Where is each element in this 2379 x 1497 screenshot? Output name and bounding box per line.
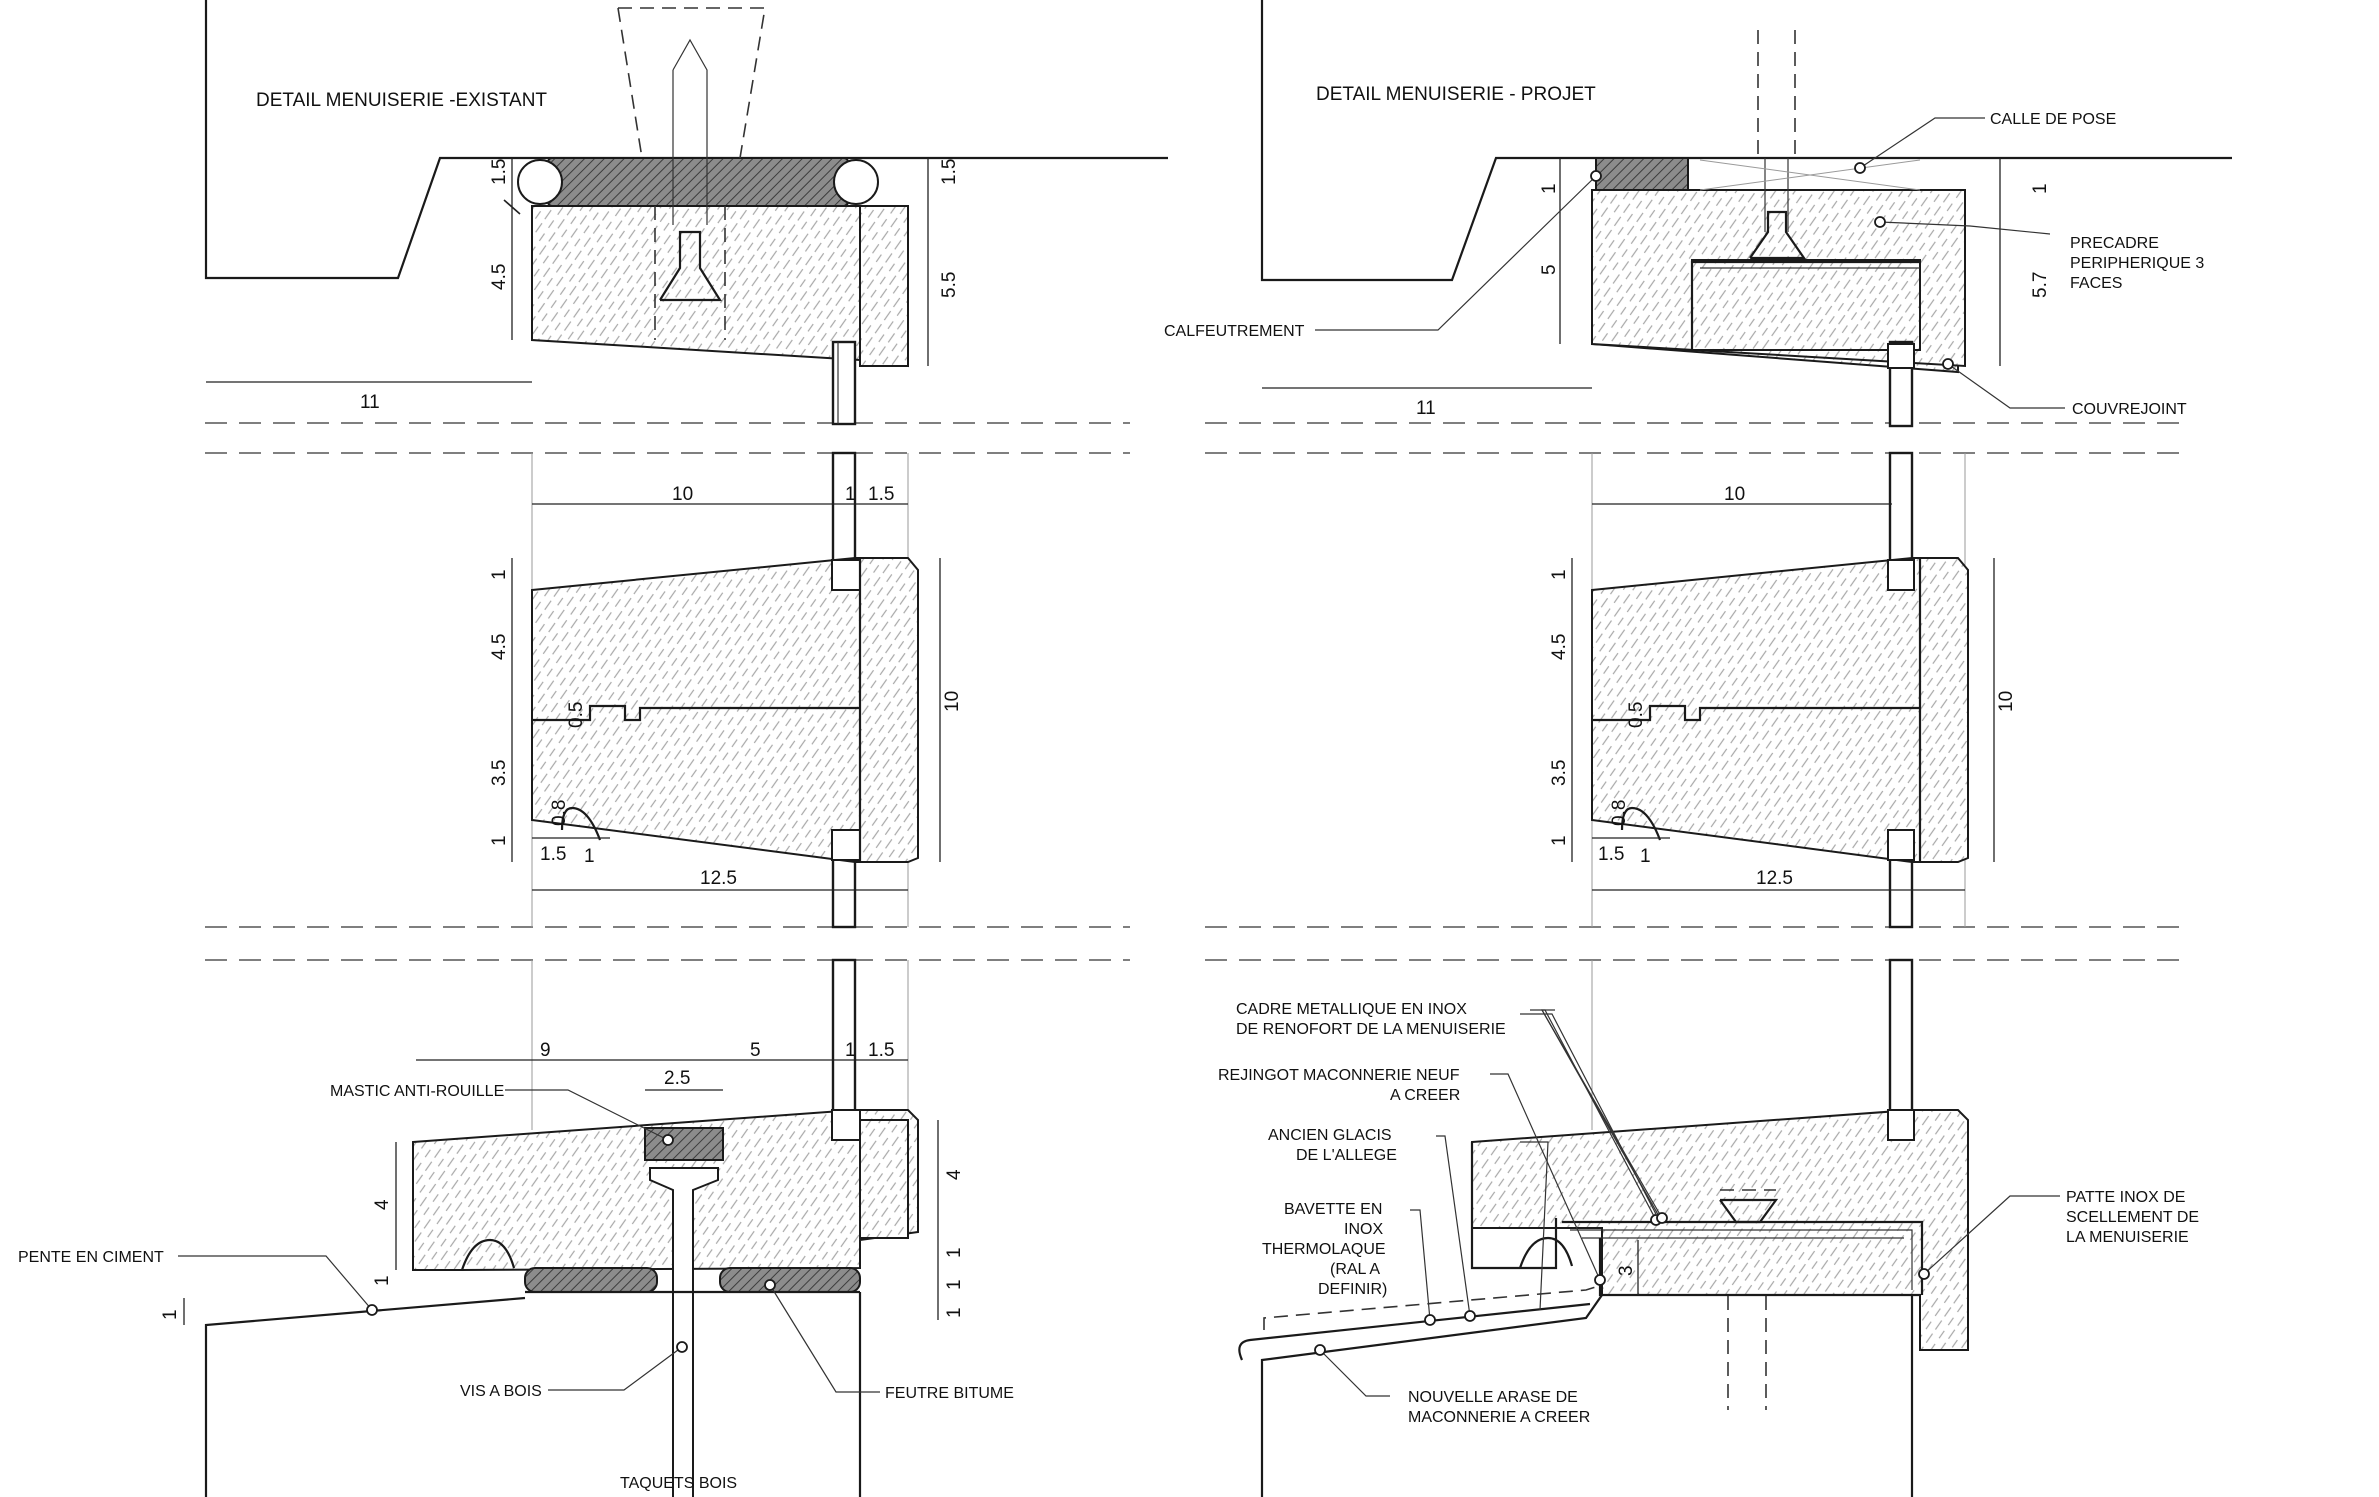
dim-1-5-f: 1.5: [1598, 844, 1624, 865]
existing-mid-section: 10 1 1.5 1 4.5 0.5 3.5 0.8 1 10 1.5 1 12…: [489, 451, 963, 929]
label-glacis-2: DE L'ALLEGE: [1296, 1147, 1397, 1164]
dim-10-b: 10: [942, 691, 963, 712]
dim-2-5: 2.5: [664, 1068, 690, 1089]
label-taquets: TAQUETS BOIS: [620, 1475, 737, 1492]
dim-1-d: 1: [584, 846, 595, 867]
dim-0-8-a: 0.8: [549, 800, 570, 826]
dim-4-5-b: 4.5: [489, 634, 510, 660]
project-sill-section: 3: [1238, 958, 2060, 1497]
label-patte-1: PATTE INOX DE: [2066, 1189, 2185, 1206]
dim-12-5-a: 12.5: [700, 868, 737, 889]
label-feutre: FEUTRE BITUME: [885, 1385, 1014, 1402]
dim-10-c: 10: [1724, 484, 1745, 505]
dim-0-5-b: 0.5: [1626, 702, 1647, 728]
label-mastic: MASTIC ANTI-ROUILLE: [330, 1083, 504, 1100]
dim-1-e: 1: [845, 1040, 856, 1061]
label-vis: VIS A BOIS: [460, 1383, 542, 1400]
label-calfeutrement: CALFEUTREMENT: [1164, 323, 1305, 340]
break-lines: [205, 422, 2190, 961]
label-patte-3: LA MENUISERIE: [2066, 1229, 2189, 1246]
dim-1-i: 1: [944, 1307, 965, 1318]
label-pente: PENTE EN CIMENT: [18, 1249, 164, 1266]
dim-1-5-d: 1.5: [540, 844, 566, 865]
label-cadre-2: DE RENOFORT DE LA MENUISERIE: [1236, 1021, 1506, 1038]
label-bavette-4: (RAL A: [1330, 1261, 1380, 1278]
dim-12-5-b: 12.5: [1756, 868, 1793, 889]
dim-11-b: 11: [1416, 398, 1436, 419]
dim-1-n: 1: [1549, 835, 1570, 846]
project-mid-section: 10 1 4.5 0.5 3.5 0.8 1 10 1.5 1 12.5: [1549, 451, 2017, 929]
dim-1-b: 1: [489, 569, 510, 580]
label-rejingot-1: REJINGOT MACONNERIE NEUF: [1218, 1067, 1460, 1084]
label-cadre-1: CADRE METALLIQUE EN INOX: [1236, 1001, 1467, 1018]
dim-5-b: 5: [1539, 264, 1560, 275]
dim-4-5-c: 4.5: [1549, 634, 1570, 660]
dim-5-5: 5.5: [939, 272, 960, 298]
dim-4-a: 4: [372, 1199, 393, 1210]
label-rejingot-2: A CREER: [1390, 1087, 1460, 1104]
label-patte-2: SCELLEMENT DE: [2066, 1209, 2199, 1226]
dim-1-k: 1: [1539, 183, 1560, 194]
dim-5-7: 5.7: [2030, 272, 2051, 298]
dim-1-l: 1: [2030, 183, 2051, 194]
label-arase-2: MACONNERIE A CREER: [1408, 1409, 1590, 1426]
label-bavette-3: THERMOLAQUE: [1262, 1241, 1386, 1258]
label-precadre-3: FACES: [2070, 275, 2122, 292]
dim-11-a: 11: [360, 392, 380, 413]
label-precadre-1: PRECADRE: [2070, 235, 2159, 252]
dim-1-o: 1: [1640, 846, 1651, 867]
dim-3-5-a: 3.5: [489, 760, 510, 786]
dim-3-5-b: 3.5: [1549, 760, 1570, 786]
dim-10-d: 10: [1996, 691, 2017, 712]
existing-sill-section: 9 5 1 1.5 2.5 4 1 4 1 1 1 1: [160, 958, 965, 1497]
dim-1-5-c: 1.5: [868, 484, 894, 505]
dim-1-a: 1: [845, 484, 856, 505]
dim-1-h: 1: [944, 1279, 965, 1290]
label-bavette-2: INOX: [1344, 1221, 1383, 1238]
title-project: DETAIL MENUISERIE - PROJET: [1316, 84, 1596, 105]
label-precadre-2: PERIPHERIQUE 3: [2070, 255, 2204, 272]
dim-1-5-a: 1.5: [489, 159, 510, 185]
label-bavette-1: BAVETTE EN: [1284, 1201, 1382, 1218]
project-head-section: 1 5 1 5.7 11: [1260, 0, 2232, 428]
label-glacis-1: ANCIEN GLACIS: [1268, 1127, 1392, 1144]
label-calle: CALLE DE POSE: [1990, 111, 2116, 128]
dim-5-a: 5: [750, 1040, 761, 1061]
dim-10-a: 10: [672, 484, 693, 505]
existing-head-section: 1.5 4.5 1.5 5.5 11: [204, 0, 1168, 426]
dim-9: 9: [540, 1040, 551, 1061]
title-existing: DETAIL MENUISERIE -EXISTANT: [256, 90, 547, 111]
dim-1-5-e: 1.5: [868, 1040, 894, 1061]
dim-0-5-a: 0.5: [566, 702, 587, 728]
dim-4-5-a: 4.5: [489, 264, 510, 290]
dim-1-5-b: 1.5: [939, 159, 960, 185]
dim-1-g: 1: [944, 1247, 965, 1258]
dim-0-8-b: 0.8: [1609, 800, 1630, 826]
dim-3: 3: [1616, 1265, 1637, 1276]
label-arase-1: NOUVELLE ARASE DE: [1408, 1389, 1578, 1406]
label-couvrejoint: COUVREJOINT: [2072, 401, 2187, 418]
dim-1-f: 1: [372, 1275, 393, 1286]
dim-1-j: 1: [160, 1309, 181, 1320]
dim-1-c: 1: [489, 835, 510, 846]
dim-4-b: 4: [944, 1169, 965, 1180]
dim-1-m: 1: [1549, 569, 1570, 580]
label-bavette-5: DEFINIR): [1318, 1281, 1387, 1298]
